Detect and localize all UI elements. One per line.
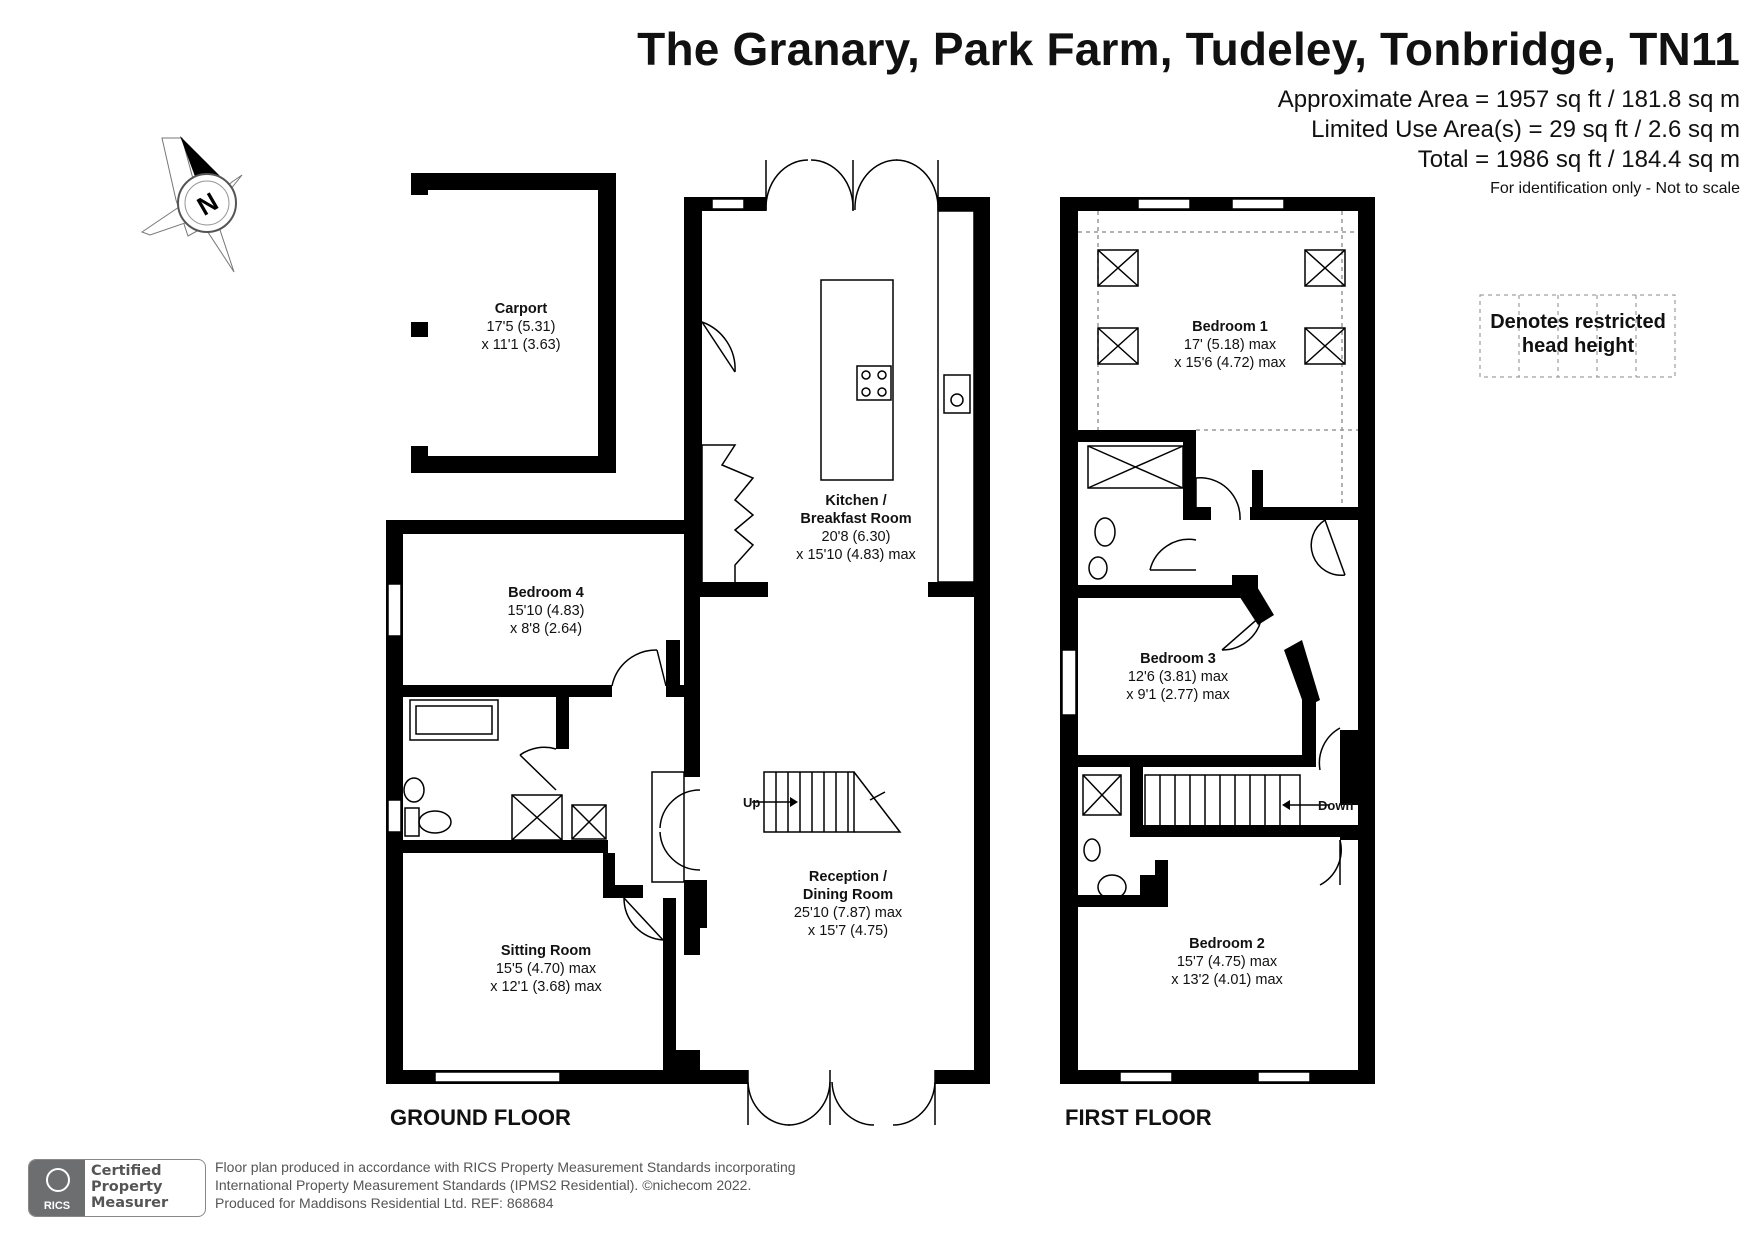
stairs-down-label: Down [1318,798,1354,813]
room-kitchen: Kitchen / Breakfast Room 20'8 (6.30) x 1… [796,493,916,563]
room-carport: Carport 17'5 (5.31) x 11'1 (3.63) [481,301,561,353]
property-title: The Granary, Park Farm, Tudeley, Tonbrid… [637,23,1740,75]
footer-credits: Floor plan produced in accordance with R… [215,1159,796,1211]
rics-globe-icon [46,1168,70,1192]
legend-label: Denotes restricted head height [1490,311,1666,357]
rics-certified-badge: RICS Certified Property Measurer [28,1159,206,1217]
limited-use-area: Limited Use Area(s) = 29 sq ft / 2.6 sq … [1311,116,1740,143]
first-floor-openings [1061,198,1358,1083]
room-bedroom-3: Bedroom 3 12'6 (3.81) max x 9'1 (2.77) m… [1126,651,1230,703]
compass-icon: N [140,136,243,273]
stairs-up-label: Up [743,795,761,810]
room-reception: Reception / Dining Room 25'10 (7.87) max… [793,869,903,939]
first-floor-walls [1060,197,1375,1084]
room-bedroom-4: Bedroom 4 15'10 (4.83) x 8'8 (2.64) [507,585,585,637]
room-sitting: Sitting Room 15'5 (4.70) max x 12'1 (3.6… [490,943,602,995]
ground-floor-walls [386,197,990,1084]
restricted-height-legend [1479,294,1676,378]
ground-floor-label: GROUND FLOOR [390,1105,571,1130]
ground-floor-openings [387,159,975,1126]
approx-area: Approximate Area = 1957 sq ft / 181.8 sq… [1277,86,1740,113]
first-floor-label: FIRST FLOOR [1065,1105,1212,1130]
carport-walls [411,173,616,473]
room-bedroom-1: Bedroom 1 17' (5.18) max x 15'6 (4.72) m… [1174,319,1286,371]
total-area: Total = 1986 sq ft / 184.4 sq m [1417,146,1740,173]
identification-note: For identification only - Not to scale [1490,180,1740,197]
room-bedroom-2: Bedroom 2 15'7 (4.75) max x 13'2 (4.01) … [1171,936,1283,988]
